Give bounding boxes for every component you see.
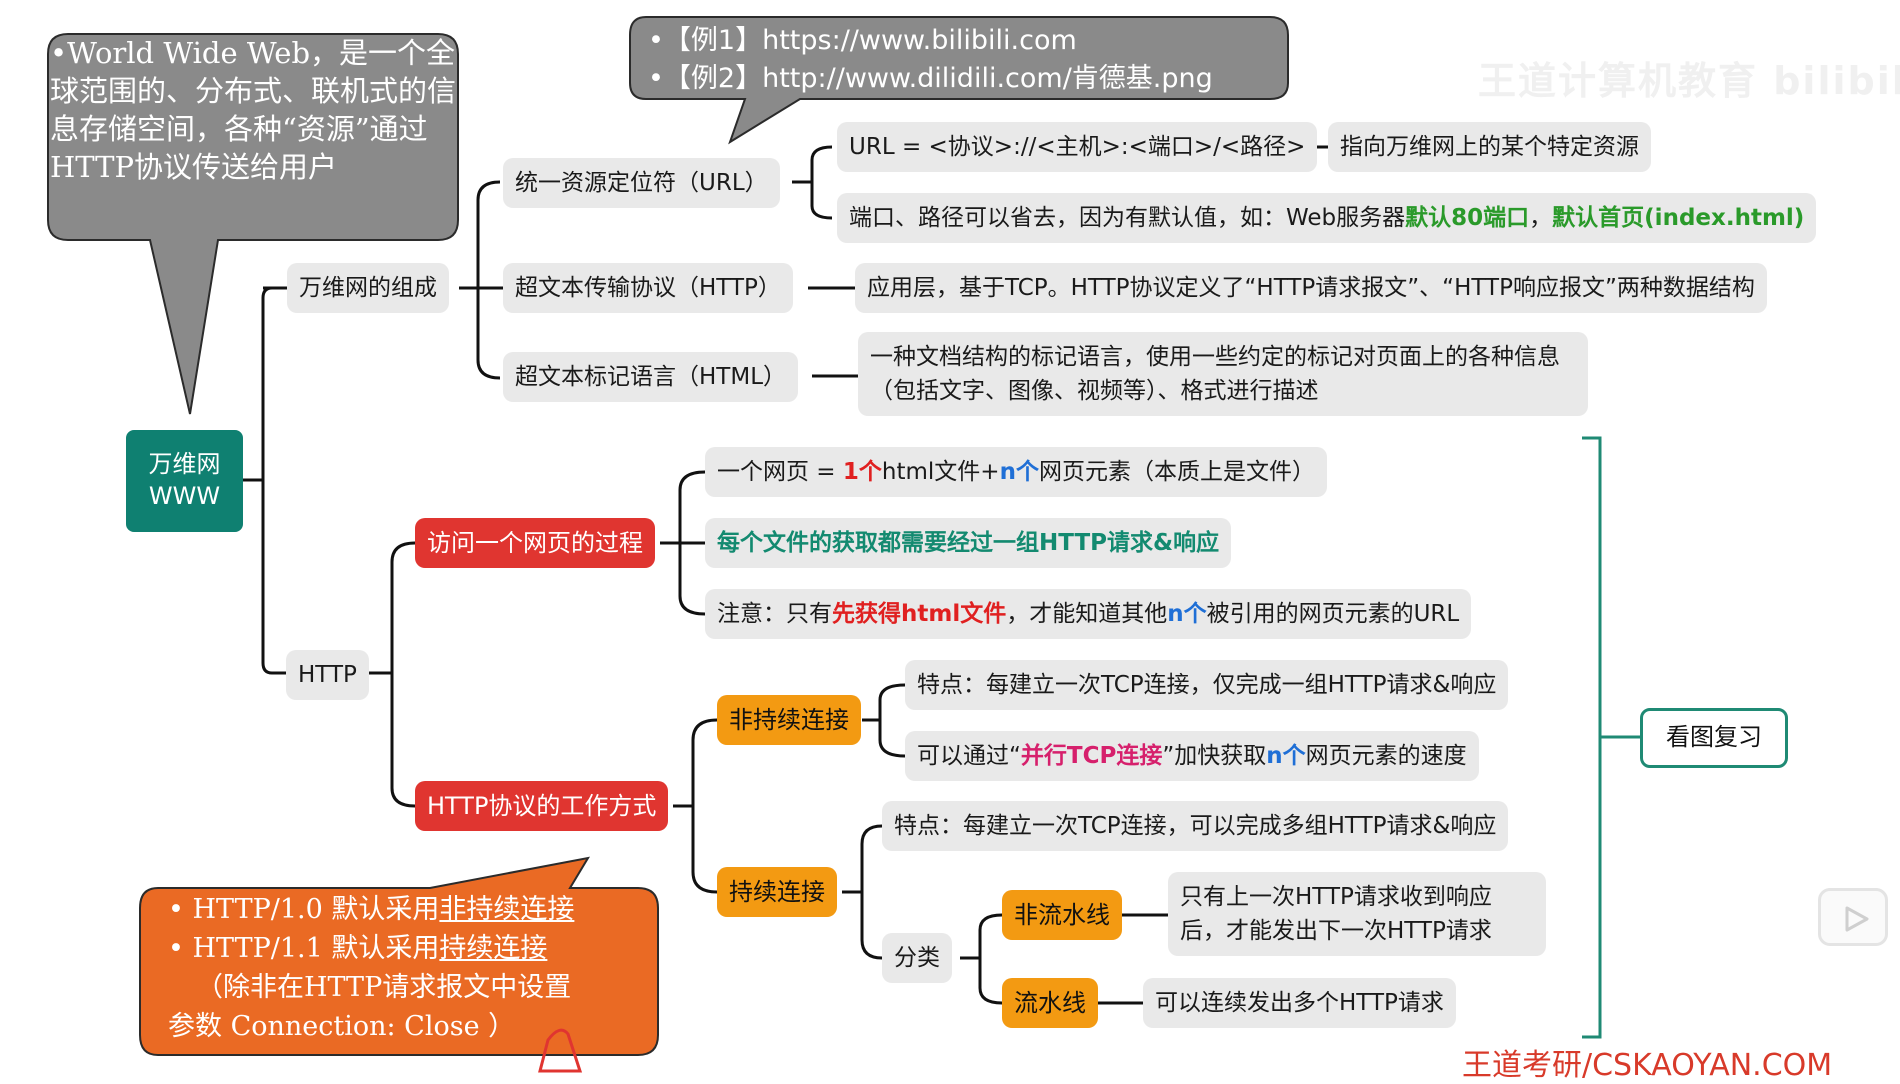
visit-request-note: 每个文件的获取都需要经过一组HTTP请求&响应 bbox=[705, 518, 1232, 568]
node-html: 超文本标记语言（HTML） bbox=[503, 352, 799, 402]
play-icon bbox=[1845, 906, 1869, 932]
visit-caution: 注意：只有先获得html文件，才能知道其他n个被引用的网页元素的URL bbox=[705, 589, 1472, 639]
node-work-mode: HTTP协议的工作方式 bbox=[415, 781, 669, 831]
node-url: 统一资源定位符（URL） bbox=[503, 158, 780, 208]
red-marker-icon bbox=[538, 1028, 583, 1073]
node-category: 分类 bbox=[882, 933, 952, 983]
callout-definition-shape bbox=[47, 33, 459, 415]
callout-examples: •【例1】https://www.bilibili.com •【例2】http:… bbox=[648, 22, 1213, 98]
watermark: 王道计算机教育 bilibili bbox=[1478, 59, 1900, 103]
play-button[interactable] bbox=[1818, 888, 1888, 946]
brand-footer: 王道考研/CSKAOYAN.COM bbox=[1462, 1048, 1833, 1083]
pipeline-desc: 可以连续发出多个HTTP请求 bbox=[1143, 978, 1456, 1028]
node-pipeline: 流水线 bbox=[1002, 978, 1098, 1028]
callout-definition: •World Wide Web，是一个全球范围的、分布式、联机式的信息存储空间，… bbox=[50, 36, 457, 184]
example-1: •【例1】https://www.bilibili.com bbox=[648, 25, 1077, 56]
version-note-1: （除非在HTTP请求报文中设置 bbox=[196, 972, 572, 1003]
url-note: 端口、路径可以省去，因为有默认值，如：Web服务器默认80端口，默认首页(ind… bbox=[837, 193, 1817, 243]
node-http-protocol: 超文本传输协议（HTTP） bbox=[503, 263, 793, 313]
node-nonpersistent: 非持续连接 bbox=[717, 695, 861, 745]
example-2: •【例2】http://www.dilidili.com/肯德基.png bbox=[648, 63, 1213, 94]
node-persistent: 持续连接 bbox=[717, 867, 837, 917]
nonpipeline-desc: 只有上一次HTTP请求收到响应后，才能发出下一次HTTP请求 bbox=[1168, 872, 1546, 956]
callout-versions-shape bbox=[139, 856, 659, 1056]
version-1-0: • HTTP/1.0 默认采用非持续连接 bbox=[168, 894, 575, 925]
callout-examples-shape bbox=[629, 16, 1289, 145]
node-visit-process: 访问一个网页的过程 bbox=[415, 518, 655, 568]
nonpersistent-parallel: 可以通过“并行TCP连接”加快获取n个网页元素的速度 bbox=[905, 731, 1479, 781]
version-1-1: • HTTP/1.1 默认采用持续连接 bbox=[168, 933, 548, 964]
http-protocol-desc: 应用层，基于TCP。HTTP协议定义了“HTTP请求报文”、“HTTP响应报文”… bbox=[855, 263, 1767, 313]
url-format: URL = <协议>://<主机>:<端口>/<路径> bbox=[837, 122, 1318, 172]
review-box: 看图复习 bbox=[1640, 708, 1788, 768]
node-http: HTTP bbox=[286, 650, 369, 700]
visit-page-formula: 一个网页 = 1个html文件+n个网页元素（本质上是文件） bbox=[705, 447, 1327, 497]
persistent-feature: 特点：每建立一次TCP连接，可以完成多组HTTP请求&响应 bbox=[882, 801, 1509, 851]
url-meaning: 指向万维网上的某个特定资源 bbox=[1328, 122, 1651, 172]
version-note-2: 参数 Connection: Close ） bbox=[168, 1011, 516, 1042]
node-nonpipeline: 非流水线 bbox=[1002, 890, 1122, 940]
callout-versions: • HTTP/1.0 默认采用非持续连接 • HTTP/1.1 默认采用持续连接… bbox=[168, 890, 574, 1046]
node-composition: 万维网的组成 bbox=[287, 263, 449, 313]
nonpersistent-feature: 特点：每建立一次TCP连接，仅完成一组HTTP请求&响应 bbox=[905, 660, 1509, 710]
html-desc: 一种文档结构的标记语言，使用一些约定的标记对页面上的各种信息（包括文字、图像、视… bbox=[858, 332, 1588, 416]
root-node: 万维网 WWW bbox=[126, 430, 243, 532]
